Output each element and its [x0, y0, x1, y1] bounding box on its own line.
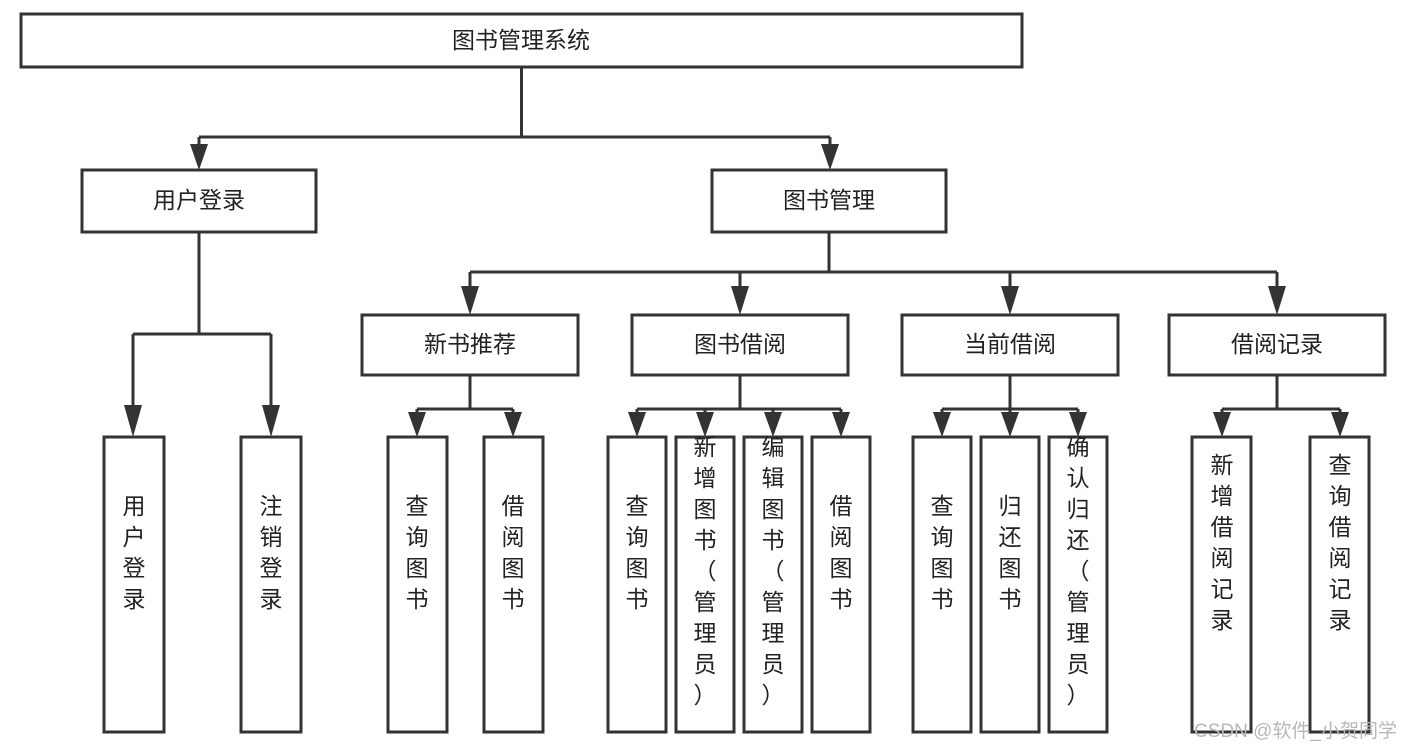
- node-leaf-confirm-return[interactable]: 确认归还（管理员）: [1047, 434, 1109, 734]
- node-user-login-box[interactable]: [80, 168, 318, 234]
- node-book-borrow-box[interactable]: [630, 313, 850, 377]
- arrowhead-new-book-rec: [461, 286, 479, 315]
- node-leaf-return-book-label: 归还图书: [999, 493, 1022, 612]
- node-leaf-query-book-2-box[interactable]: [606, 435, 668, 734]
- node-new-book-rec-label: 新书推荐: [424, 331, 516, 357]
- arrowhead-leaf-query-book-1: [408, 412, 426, 437]
- arrowhead-leaf-query-record: [1331, 412, 1349, 437]
- node-leaf-query-book-1-label: 查询图书: [406, 493, 429, 612]
- arrowhead-leaf-query-book-2: [628, 412, 646, 437]
- node-leaf-add-book-box[interactable]: [674, 435, 736, 734]
- node-borrow-record-box[interactable]: [1167, 313, 1387, 377]
- node-new-book-rec[interactable]: 新书推荐: [360, 313, 580, 377]
- node-book-manage-label: 图书管理: [783, 187, 875, 213]
- node-leaf-borrow-book-1-box[interactable]: [482, 435, 545, 734]
- arrowhead-current-borrow: [1001, 286, 1019, 315]
- node-leaf-confirm-return-label: 确认归还（管理员）: [1067, 434, 1090, 708]
- arrowhead-borrow-record: [1268, 286, 1286, 315]
- node-leaf-borrow-book-1-label: 借阅图书: [502, 493, 525, 612]
- node-user-login[interactable]: 用户登录: [80, 168, 318, 234]
- node-leaf-query-book-2[interactable]: 查询图书: [606, 435, 668, 734]
- arrowhead-leaf-query-book-3: [933, 412, 951, 437]
- node-leaf-query-record-box[interactable]: [1308, 435, 1371, 734]
- node-leaf-user-login-box[interactable]: [102, 435, 166, 734]
- node-leaf-borrow-book-2-box[interactable]: [810, 435, 872, 734]
- node-leaf-query-book-2-label: 查询图书: [626, 493, 649, 612]
- node-current-borrow-label: 当前借阅: [964, 331, 1056, 357]
- arrowhead-book-borrow: [731, 286, 749, 315]
- node-current-borrow[interactable]: 当前借阅: [900, 313, 1120, 377]
- node-leaf-return-book-box[interactable]: [979, 435, 1041, 734]
- arrowhead-leaf-user-login: [124, 405, 142, 437]
- arrowhead-leaf-return-book: [1001, 412, 1019, 437]
- node-borrow-record[interactable]: 借阅记录: [1167, 313, 1387, 377]
- node-leaf-borrow-book-2-label: 借阅图书: [830, 493, 853, 612]
- node-leaf-return-book[interactable]: 归还图书: [979, 435, 1041, 734]
- node-borrow-record-label: 借阅记录: [1231, 331, 1323, 357]
- arrowhead-leaf-add-record: [1213, 412, 1231, 437]
- arrowhead-book-manage: [821, 144, 839, 170]
- node-leaf-query-book-1[interactable]: 查询图书: [386, 435, 449, 734]
- node-leaf-edit-book-label: 编辑图书（管理员）: [762, 434, 785, 708]
- node-leaf-query-book-1-box[interactable]: [386, 435, 449, 734]
- node-leaf-user-login[interactable]: 用户登录: [102, 435, 166, 734]
- node-leaf-borrow-book-1[interactable]: 借阅图书: [482, 435, 545, 734]
- node-leaf-user-logout[interactable]: 注销登录: [239, 435, 303, 734]
- arrowhead-leaf-confirm-return: [1069, 412, 1087, 437]
- node-root-box[interactable]: [19, 12, 1024, 69]
- node-current-borrow-box[interactable]: [900, 313, 1120, 377]
- arrowhead-leaf-borrow-book-1: [504, 412, 522, 437]
- connector-layer: [124, 67, 1349, 437]
- arrowhead-leaf-edit-book: [764, 412, 782, 437]
- arrowhead-leaf-user-logout: [262, 405, 280, 437]
- node-leaf-query-record-label: 查询借阅记录: [1329, 452, 1352, 633]
- node-leaf-user-logout-label: 注销登录: [260, 493, 283, 612]
- arrowhead-user-login: [190, 144, 208, 170]
- node-leaf-query-book-3-label: 查询图书: [931, 493, 954, 612]
- node-leaf-edit-book[interactable]: 编辑图书（管理员）: [742, 434, 804, 734]
- node-new-book-rec-box[interactable]: [360, 313, 580, 377]
- node-book-borrow[interactable]: 图书借阅: [630, 313, 850, 377]
- node-user-login-label: 用户登录: [153, 187, 245, 213]
- node-leaf-add-record-label: 新增借阅记录: [1211, 452, 1234, 633]
- node-book-manage-box[interactable]: [710, 168, 948, 234]
- node-leaf-user-logout-box[interactable]: [239, 435, 303, 734]
- node-leaf-query-book-3[interactable]: 查询图书: [911, 435, 973, 734]
- node-book-borrow-label: 图书借阅: [694, 331, 786, 357]
- node-book-manage[interactable]: 图书管理: [710, 168, 948, 234]
- node-leaf-query-record[interactable]: 查询借阅记录: [1308, 435, 1371, 734]
- node-leaf-add-book-label: 新增图书（管理员）: [694, 434, 717, 708]
- node-root-label: 图书管理系统: [452, 27, 590, 53]
- node-leaf-add-record-box[interactable]: [1190, 435, 1253, 734]
- arrowhead-leaf-borrow-book-2: [832, 412, 850, 437]
- arrowhead-leaf-add-book: [696, 412, 714, 437]
- node-root[interactable]: 图书管理系统: [19, 12, 1024, 69]
- node-leaf-user-login-label: 用户登录: [123, 493, 146, 612]
- node-leaf-edit-book-box[interactable]: [742, 435, 804, 734]
- node-leaf-query-book-3-box[interactable]: [911, 435, 973, 734]
- node-leaf-borrow-book-2[interactable]: 借阅图书: [810, 435, 872, 734]
- node-leaf-add-record[interactable]: 新增借阅记录: [1190, 435, 1253, 734]
- node-leaf-confirm-return-box[interactable]: [1047, 435, 1109, 734]
- node-leaf-add-book[interactable]: 新增图书（管理员）: [674, 434, 736, 734]
